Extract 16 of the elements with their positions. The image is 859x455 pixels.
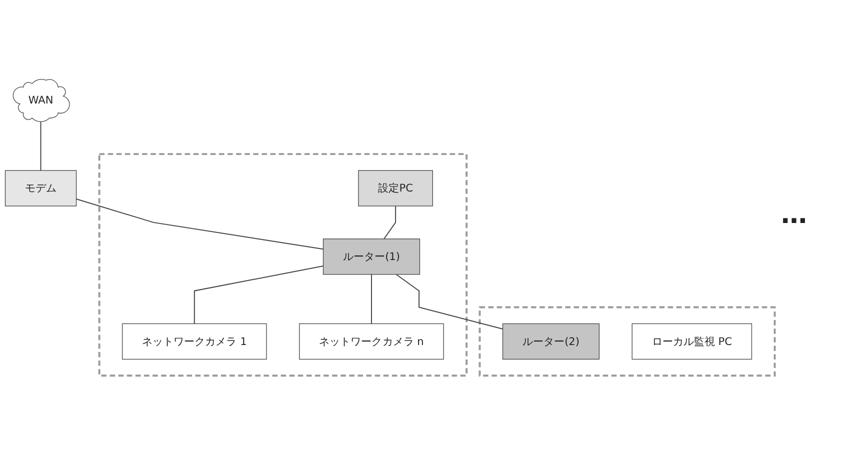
node-box: モデム — [4, 170, 77, 206]
node-box: ルーター(1) — [322, 238, 420, 275]
node-box: ネットワークカメラ 1 — [122, 323, 267, 360]
node-box: ネットワークカメラ n — [299, 323, 444, 360]
connector — [194, 265, 324, 324]
node-box: ローカル監視 PC — [632, 323, 752, 360]
node-box: ルーター(2) — [502, 323, 600, 360]
cluster — [478, 306, 776, 377]
connector — [383, 206, 396, 240]
cluster — [98, 153, 468, 377]
connector — [40, 120, 42, 171]
node-box: 設定PC — [358, 170, 433, 206]
connector — [396, 274, 504, 330]
ellipsis-label: … — [781, 200, 808, 230]
connector — [76, 198, 324, 250]
connector — [371, 274, 372, 324]
